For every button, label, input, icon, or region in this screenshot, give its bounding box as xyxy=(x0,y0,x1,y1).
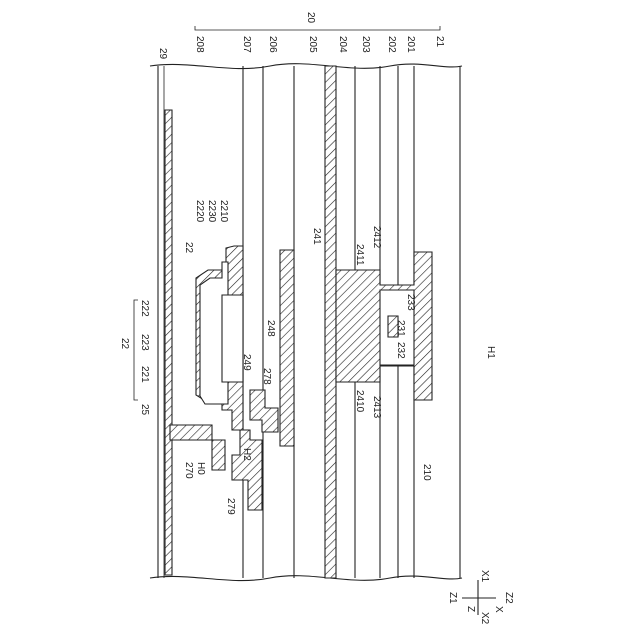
bracket-22 xyxy=(134,300,138,400)
label-203: 203 xyxy=(360,36,371,53)
label-248: 248 xyxy=(265,320,276,337)
label-204: 204 xyxy=(337,36,348,53)
label-22: 22 xyxy=(183,242,194,254)
label-233: 233 xyxy=(405,294,416,311)
label-25: 25 xyxy=(139,404,150,416)
label-205: 205 xyxy=(307,36,318,53)
label-H2: H2 xyxy=(241,448,252,461)
axis-z1: Z1 xyxy=(447,592,458,604)
label-21: 21 xyxy=(434,36,445,48)
block-278 xyxy=(250,390,278,432)
label-208: 208 xyxy=(194,36,205,53)
label-H1: H1 xyxy=(485,346,496,359)
label-2220: 2220 xyxy=(194,200,205,223)
label-2410: 2410 xyxy=(354,390,365,413)
layer-25-strip xyxy=(165,110,172,575)
label-20: 20 xyxy=(305,12,316,24)
axis-x1: X1 xyxy=(479,570,490,583)
label-232: 232 xyxy=(395,342,406,359)
label-210: 210 xyxy=(421,464,432,481)
recess xyxy=(222,295,243,382)
layer-204-strip xyxy=(325,66,336,578)
label-206: 206 xyxy=(267,36,278,53)
label-H0: H0 xyxy=(195,462,206,475)
label-2230: 2230 xyxy=(206,200,217,223)
axis-z: Z xyxy=(465,606,476,612)
axis-z2: Z2 xyxy=(503,592,514,604)
label-201: 201 xyxy=(405,36,416,53)
label-249: 249 xyxy=(241,354,252,371)
bottom-break-line xyxy=(150,576,462,581)
label-22b: 22 xyxy=(119,338,130,350)
label-202: 202 xyxy=(386,36,397,53)
label-207: 207 xyxy=(241,36,252,53)
label-279: 279 xyxy=(225,498,236,515)
label-29: 29 xyxy=(157,48,168,60)
block-248 xyxy=(280,250,294,446)
label-2210: 2210 xyxy=(218,200,229,223)
top-break-line xyxy=(150,64,462,69)
label-241: 241 xyxy=(311,228,322,245)
label-222: 222 xyxy=(139,300,150,317)
group-bracket xyxy=(195,26,440,30)
label-223: 223 xyxy=(139,334,150,351)
label-231: 231 xyxy=(395,320,406,337)
label-270: 270 xyxy=(183,462,194,479)
label-278: 278 xyxy=(261,368,272,385)
axis-x2: X2 xyxy=(479,612,490,625)
axis-x: X xyxy=(493,606,504,613)
label-2413: 2413 xyxy=(371,396,382,419)
label-221: 221 xyxy=(139,366,150,383)
label-2412: 2412 xyxy=(371,226,382,249)
label-2411: 2411 xyxy=(354,244,365,266)
